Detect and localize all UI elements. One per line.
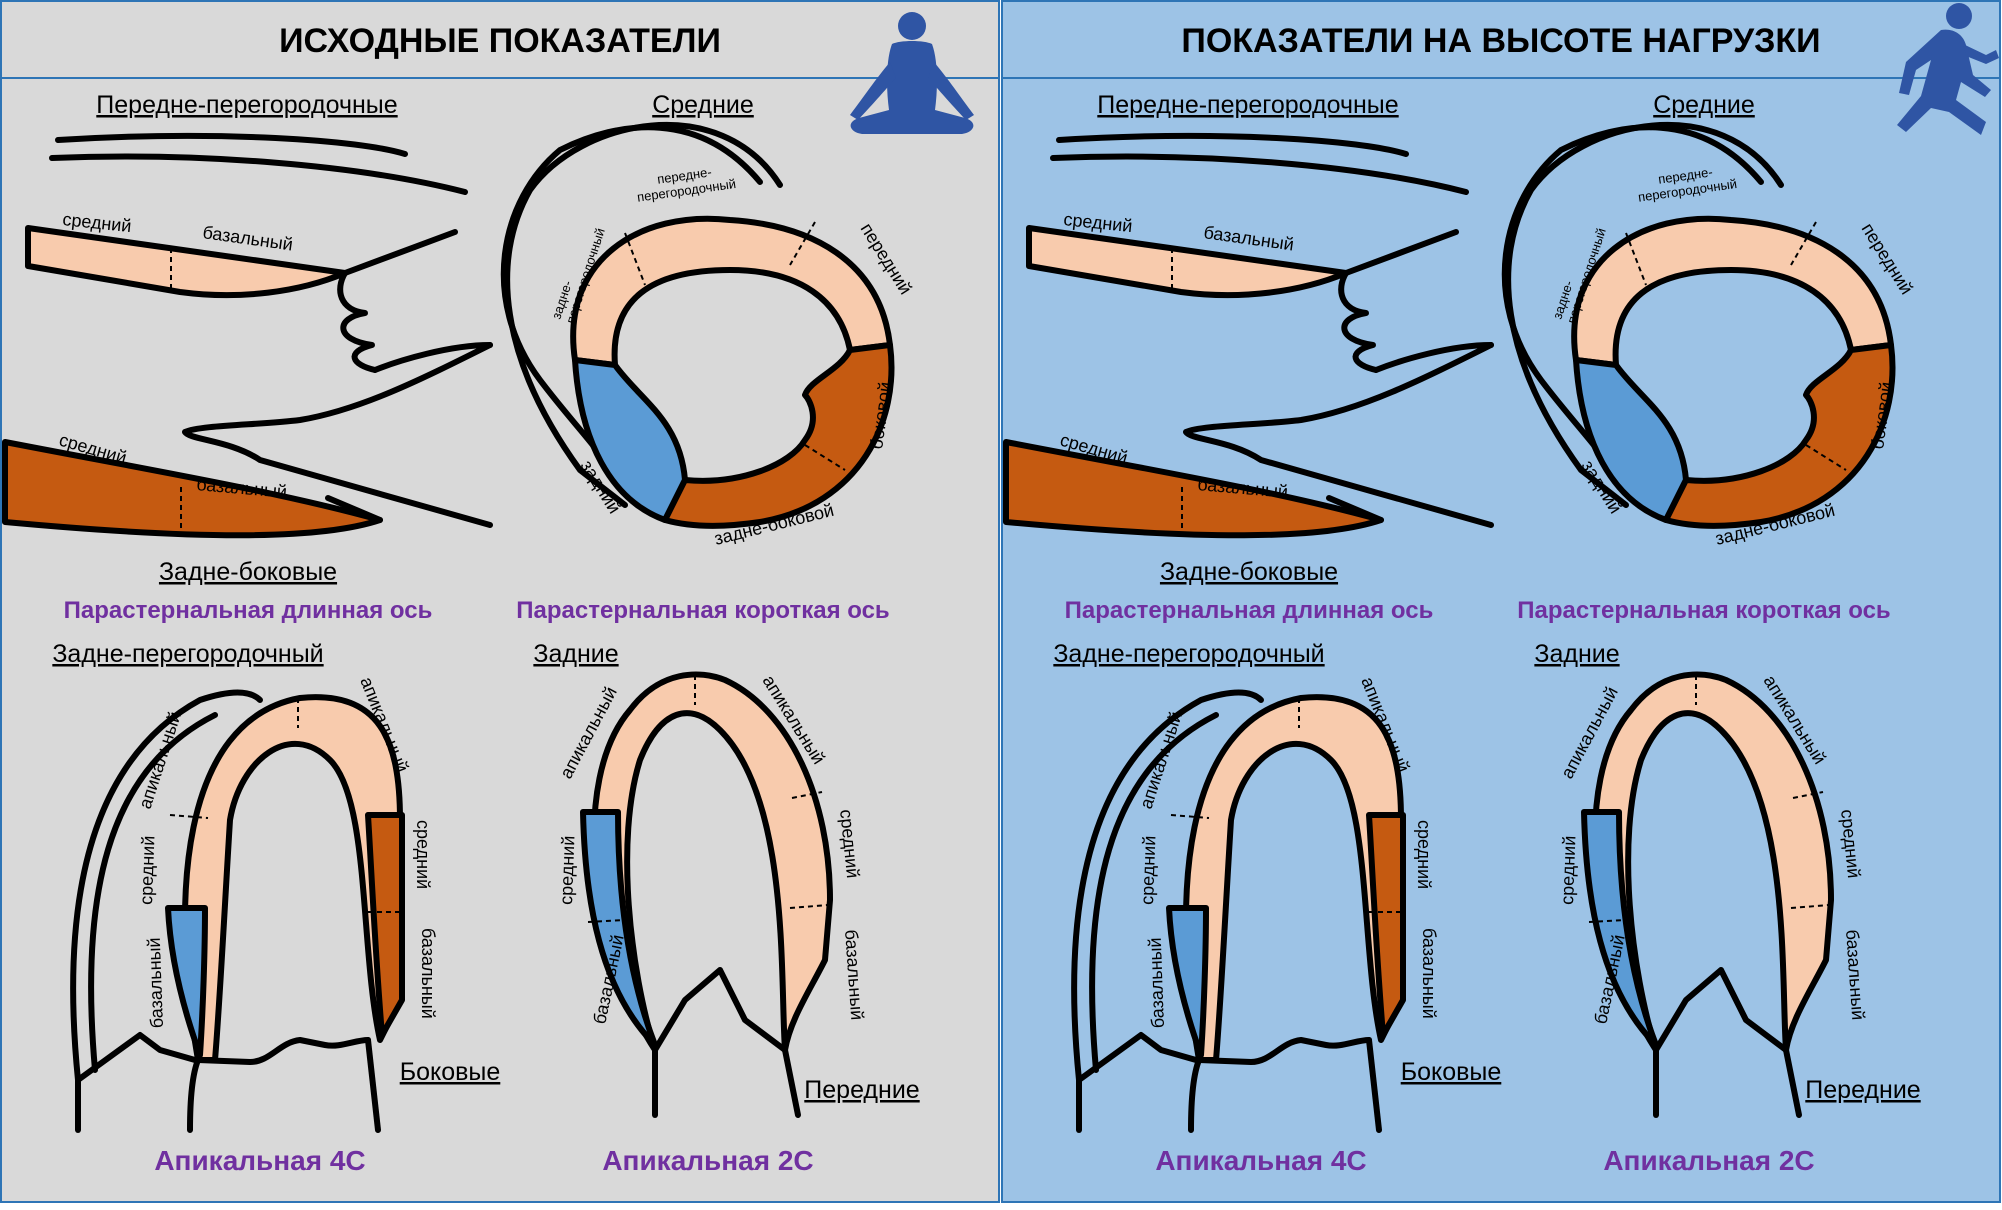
a4c-view-title: Апикальная 4С: [154, 1145, 365, 1176]
a2c-side-label: Передние: [1805, 1076, 1920, 1104]
a4c-left-mid-label: средний: [1137, 835, 1159, 905]
a4c-left-basal-label: базальный: [144, 937, 167, 1028]
meditation-person-icon: [850, 12, 974, 134]
plax-view-title: Парастернальная длинная ось: [64, 597, 433, 624]
panel-background: [1001, 0, 2001, 1203]
plax-septum-wall: [1026, 225, 1349, 299]
running-person-icon: [1897, 3, 1999, 135]
plax-septum-wall: [25, 225, 348, 299]
a2c-view-title: Апикальная 2С: [602, 1145, 813, 1176]
rest-panel: ИСХОДНЫЕ ПОКАЗАТЕЛИ Передне-перегородочн…: [0, 0, 1000, 1203]
a4c-left-basal-label: базальный: [1145, 937, 1168, 1028]
plax-bottom-label: Задне-боковые: [1160, 558, 1338, 586]
plax-view-title: Парастернальная длинная ось: [1065, 597, 1434, 624]
psax-normal-segments: [1571, 215, 1894, 368]
a4c-right-mid-label: средний: [1414, 820, 1434, 889]
a4c-view: Задне-перегородочный апикальный средний …: [52, 640, 500, 1176]
psax-top-label: Средние: [1653, 91, 1755, 119]
psax-lateral-inferolateral-segments: [662, 342, 895, 529]
a4c-right-basal-label: базальный: [1419, 928, 1439, 1019]
a4c-left-basal-segment: [1166, 905, 1209, 1058]
stress-panel: ПОКАЗАТЕЛИ НА ВЫСОТЕ НАГРУЗКИ Передне-пе…: [1001, 0, 2001, 1203]
plax-view: Передне-перегородочные средний базальный…: [1003, 91, 1494, 624]
a2c-wall: [591, 671, 833, 1053]
panel-title: ПОКАЗАТЕЛИ НА ВЫСОТЕ НАГРУЗКИ: [1181, 22, 1820, 60]
a2c-left-mid-label: средний: [1557, 835, 1579, 905]
a4c-left-mid-label: средний: [136, 835, 158, 905]
psax-top-label: Средние: [652, 91, 754, 119]
plax-bottom-label: Задне-боковые: [159, 558, 337, 586]
a4c-side-label: Боковые: [1401, 1058, 1502, 1086]
a2c-view-title: Апикальная 2С: [1603, 1145, 1814, 1176]
a2c-wall: [1592, 671, 1834, 1053]
psax-view: Средние передне-перегородочный задне-пер…: [1501, 91, 1917, 624]
panel-background: [0, 0, 1000, 1203]
a2c-side-label: Передние: [804, 1076, 919, 1104]
plax-top-label: Передне-перегородочные: [96, 91, 397, 119]
a4c-right-basal-label: базальный: [418, 928, 438, 1019]
psax-lateral-inferolateral-segments: [1663, 342, 1896, 529]
psax-normal-segments: [570, 215, 893, 368]
a2c-top-label: Задние: [533, 640, 618, 668]
a4c-wall: [1183, 694, 1404, 1063]
a4c-right-mid-label: средний: [413, 820, 433, 889]
a4c-side-label: Боковые: [400, 1058, 501, 1086]
plax-view: Передне-перегородочные средний базальный…: [2, 91, 493, 624]
a4c-wall: [182, 694, 403, 1063]
plax-top-label: Передне-перегородочные: [1097, 91, 1398, 119]
panel-title: ИСХОДНЫЕ ПОКАЗАТЕЛИ: [279, 22, 721, 60]
a4c-right-mid-basal-segment: [1366, 812, 1406, 1038]
a4c-top-label: Задне-перегородочный: [52, 640, 323, 668]
a2c-left-mid-label: средний: [556, 835, 578, 905]
a4c-top-label: Задне-перегородочный: [1053, 640, 1324, 668]
psax-view-title: Парастернальная короткая ось: [516, 597, 889, 624]
a4c-right-mid-basal-segment: [365, 812, 405, 1038]
psax-view-title: Парастернальная короткая ось: [1517, 597, 1890, 624]
a4c-view-title: Апикальная 4С: [1155, 1145, 1366, 1176]
a4c-left-basal-segment: [165, 905, 208, 1058]
a2c-top-label: Задние: [1534, 640, 1619, 668]
